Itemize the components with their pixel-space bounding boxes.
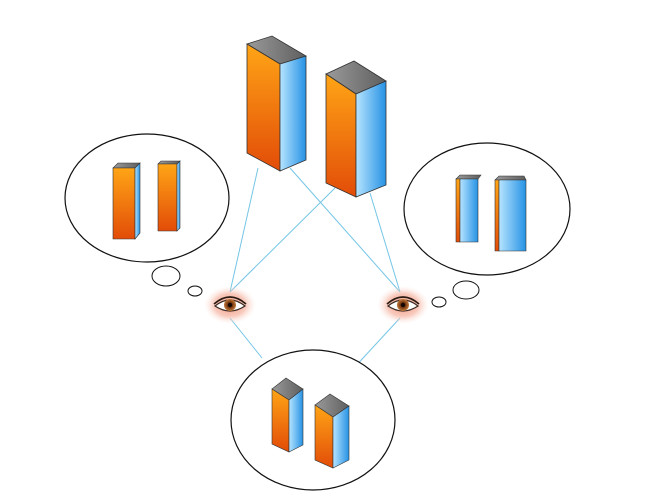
left-view-prism-1 [112, 162, 141, 240]
left-eye-icon [204, 286, 256, 324]
sight-line [229, 187, 336, 293]
sight-line [351, 317, 401, 371]
right-view-prism-1 [455, 174, 482, 243]
left-view-prism-2 [157, 160, 181, 232]
real-short-prism [325, 60, 387, 198]
bubble-trail-large [452, 280, 480, 300]
right-eye-icon [377, 286, 429, 324]
sight-line [229, 317, 263, 359]
real-tall-prism [246, 35, 307, 172]
bubble-trail-small [431, 296, 447, 308]
bubble-trail-small [187, 285, 203, 297]
sight-line [289, 167, 401, 293]
bottom-view-bubble [230, 349, 396, 491]
bubble-trail-large [151, 265, 181, 287]
sight-line [229, 167, 259, 293]
left-view-bubble [64, 133, 230, 297]
right-view-bubble [403, 142, 571, 308]
bottom-view-prism-1 [271, 377, 304, 453]
sight-lines [229, 167, 401, 371]
real-objects [246, 35, 387, 198]
sight-line [369, 192, 401, 293]
right-view-prism-2 [494, 175, 527, 252]
bottom-view-prism-2 [314, 393, 350, 469]
